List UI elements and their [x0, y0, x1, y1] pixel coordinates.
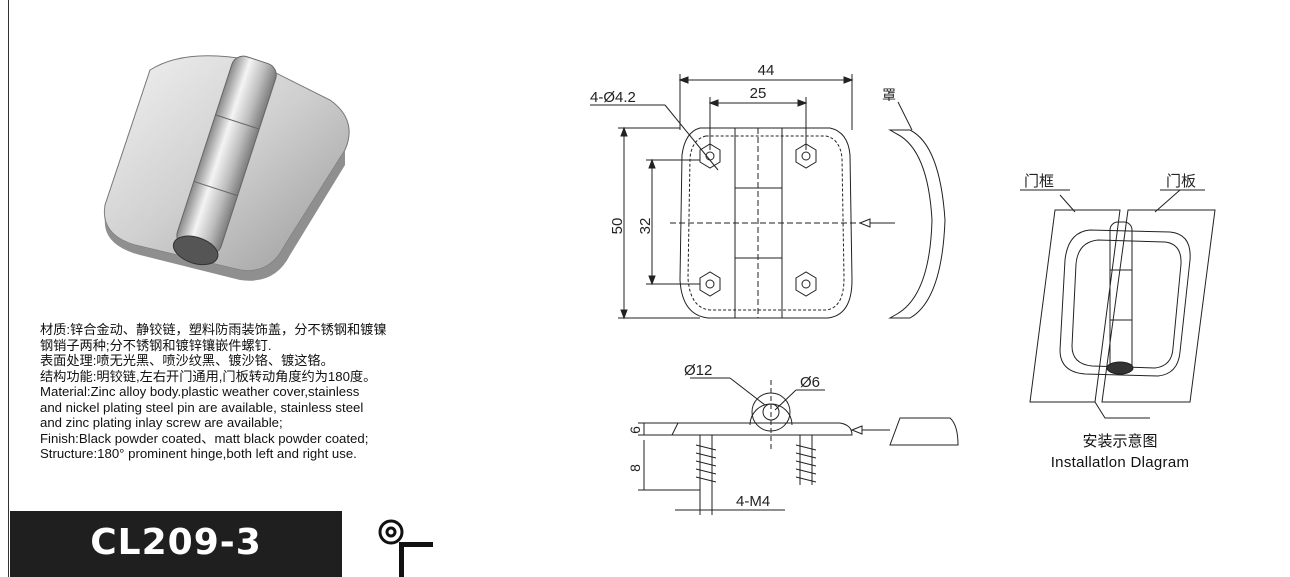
dim-width: 44 [758, 62, 775, 79]
spec-line: Structure:180° prominent hinge,both left… [40, 446, 357, 461]
dim-thickness: 6 [627, 426, 643, 434]
dim-pin: Ø6 [800, 374, 820, 391]
dim-hole-spacing: 32 [637, 218, 654, 235]
frame-label: 门框 [1024, 173, 1054, 190]
door-label: 门板 [1166, 172, 1196, 190]
dim-knuckle: Ø12 [684, 362, 712, 379]
dim-holes: 4-Ø4.2 [590, 89, 636, 106]
left-border-line [8, 0, 9, 577]
dim-height: 50 [609, 218, 626, 235]
spec-line: and zinc plating inlay screw are availab… [40, 415, 283, 430]
spec-line: 表面处理:喷无光黑、喷沙纹黑、镀沙铬、镀这铬。 [40, 353, 334, 368]
hinge-symbol-icon [378, 519, 433, 577]
model-code: CL209-3 [90, 522, 262, 563]
spec-line: Finish:Black powder coated、matt black po… [40, 430, 369, 446]
spec-line: and nickel plating steel pin are availab… [40, 399, 364, 415]
cover-label: 罩 [882, 87, 896, 103]
spec-line: 材质:锌合金动、静铰链，塑料防雨装饰盖，分不锈钢和镀镍 [40, 322, 387, 337]
installation-caption-en: Installatlon Dlagram [1050, 454, 1190, 471]
specification-text: 材质:锌合金动、静铰链，塑料防雨装饰盖，分不锈钢和镀镍 钢销子两种;分不锈钢和镀… [40, 322, 480, 462]
dim-thread: 4-M4 [736, 493, 770, 510]
installation-diagram: 门框 门板 [1020, 172, 1216, 419]
spec-line: Material:Zinc alloy body.plastic weather… [40, 384, 360, 399]
hinge-product-image [103, 55, 350, 281]
dim-stud-length: 8 [627, 464, 643, 472]
spec-line: 钢销子两种;分不锈钢和镀锌镶嵌件螺钉. [40, 337, 272, 353]
spec-line: 结构功能:明铰链,左右开门通用,门板转动角度约为180度。 [40, 368, 377, 384]
model-badge: CL209-3 [10, 511, 342, 577]
installation-caption-cn: 安装示意图 [1082, 433, 1158, 450]
dim-pin-spacing: 25 [750, 85, 767, 102]
technical-drawing: 44 25 4-Ø4.2 50 32 罩 Ø12 Ø6 6 8 4-M4 [590, 62, 959, 515]
